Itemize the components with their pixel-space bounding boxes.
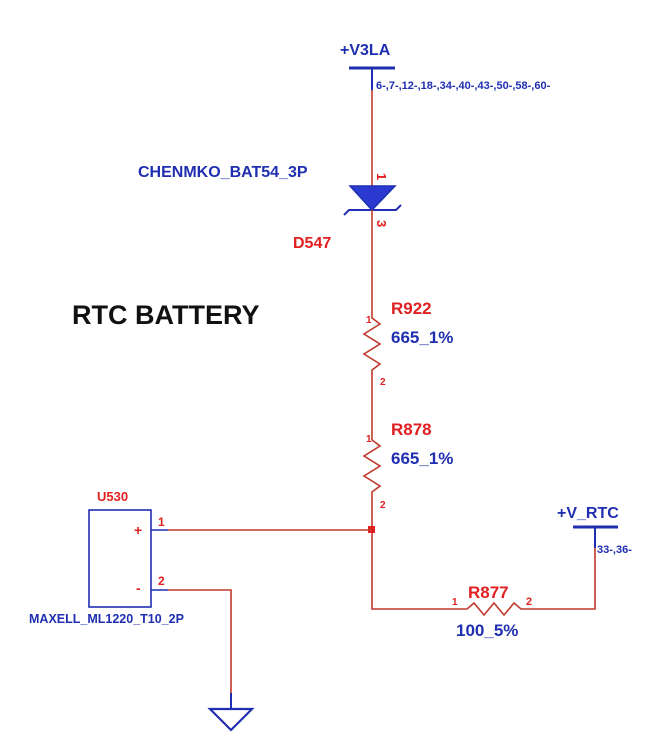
r922-pin2: 2 bbox=[380, 377, 386, 388]
battery-u530-body bbox=[88, 509, 152, 608]
r877-value: 100_5% bbox=[456, 621, 518, 640]
wire-battery-ground bbox=[168, 589, 232, 693]
wire-r877-vrtc bbox=[528, 548, 596, 610]
power-symbol-v3la bbox=[349, 66, 395, 90]
resistor-r878 bbox=[362, 432, 382, 498]
diode-pin-cathode: 3 bbox=[374, 220, 389, 227]
diode-part-label: CHENMKO_BAT54_3P bbox=[138, 164, 308, 181]
power-symbol-vrtc bbox=[573, 525, 618, 548]
battery-ref: U530 bbox=[97, 489, 128, 504]
power-label-vrtc: +V_RTC bbox=[557, 505, 619, 522]
r877-ref: R877 bbox=[468, 583, 509, 602]
r878-value: 665_1% bbox=[391, 449, 453, 468]
r878-pin2: 2 bbox=[380, 500, 386, 511]
power-label-v3la: +V3LA bbox=[340, 42, 391, 59]
schematic-title: RTC BATTERY bbox=[72, 300, 259, 330]
r878-pin1: 1 bbox=[366, 434, 372, 445]
diode-pin-anode: 1 bbox=[374, 173, 389, 180]
r922-value: 665_1% bbox=[391, 328, 453, 347]
r877-pin1: 1 bbox=[452, 597, 458, 608]
wire-r878-r877 bbox=[371, 498, 460, 610]
resistor-r877 bbox=[460, 601, 528, 617]
power-refs-vrtc: 33-,36- bbox=[597, 544, 632, 556]
diode-ref-label: D547 bbox=[293, 235, 331, 252]
r922-ref: R922 bbox=[391, 299, 432, 318]
resistor-r922 bbox=[362, 312, 382, 376]
battery-plus-sign: + bbox=[134, 522, 142, 538]
power-refs-v3la: 6-,7-,12-,18-,34-,40-,43-,50-,58-,60- bbox=[376, 80, 551, 92]
r877-pin2: 2 bbox=[526, 596, 532, 608]
battery-pin1: 1 bbox=[158, 515, 165, 529]
ground-symbol bbox=[207, 693, 255, 732]
battery-minus-sign: - bbox=[136, 580, 141, 596]
battery-part: MAXELL_ML1220_T10_2P bbox=[29, 612, 184, 626]
r922-pin1: 1 bbox=[366, 315, 372, 326]
r878-ref: R878 bbox=[391, 420, 432, 439]
battery-pin2: 2 bbox=[158, 574, 165, 588]
